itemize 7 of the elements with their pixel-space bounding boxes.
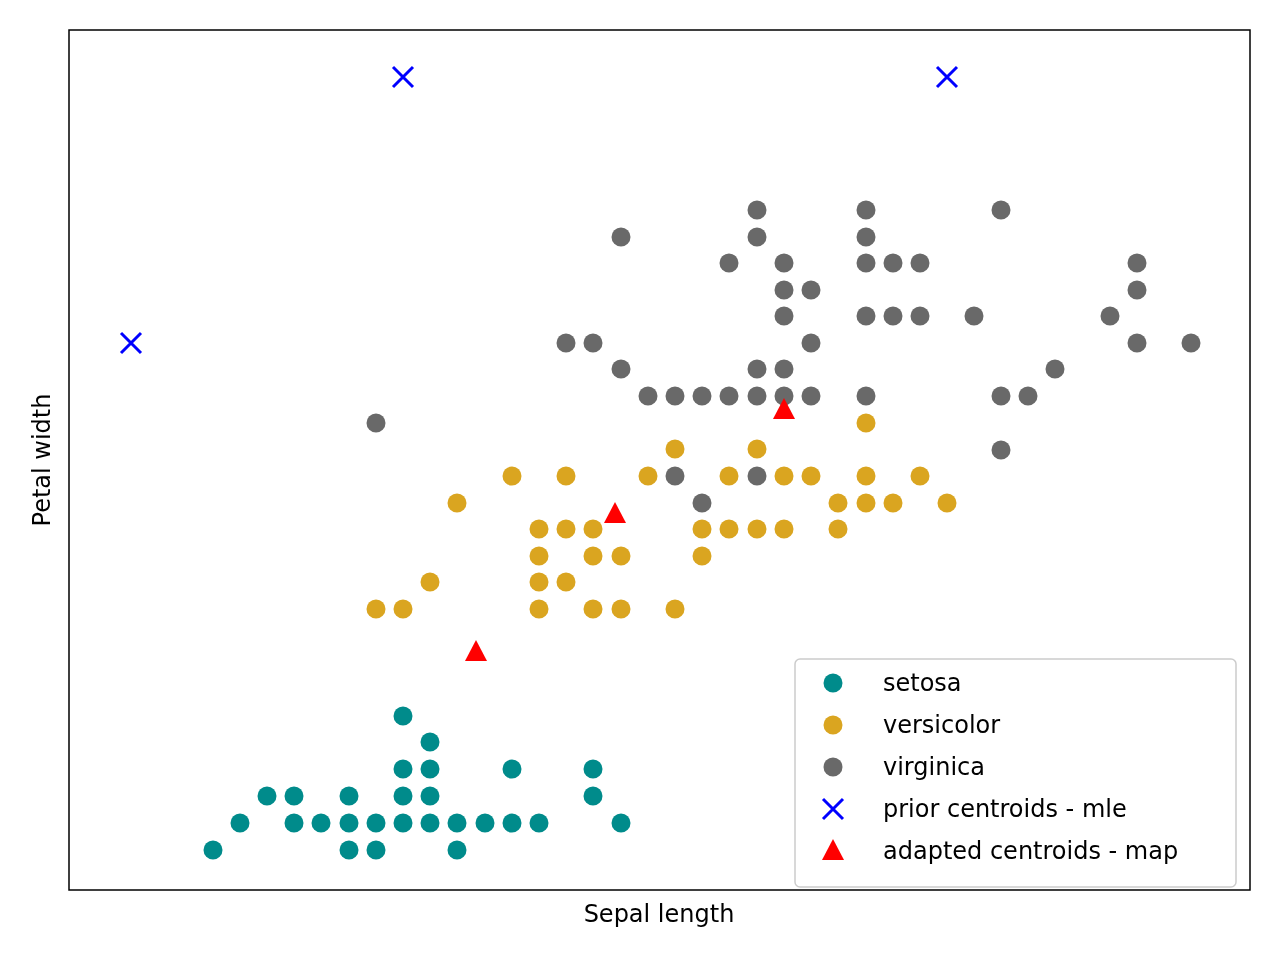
legend-label: virginica [883, 755, 985, 779]
legend-label: adapted centroids - map [883, 839, 1179, 863]
legend-label: setosa [883, 671, 962, 695]
axis-label: Sepal length [583, 902, 735, 926]
axis-label: Petal width [30, 393, 54, 527]
legend-label: prior centroids - mle [883, 797, 1127, 821]
legend-label: versicolor [883, 713, 1001, 737]
